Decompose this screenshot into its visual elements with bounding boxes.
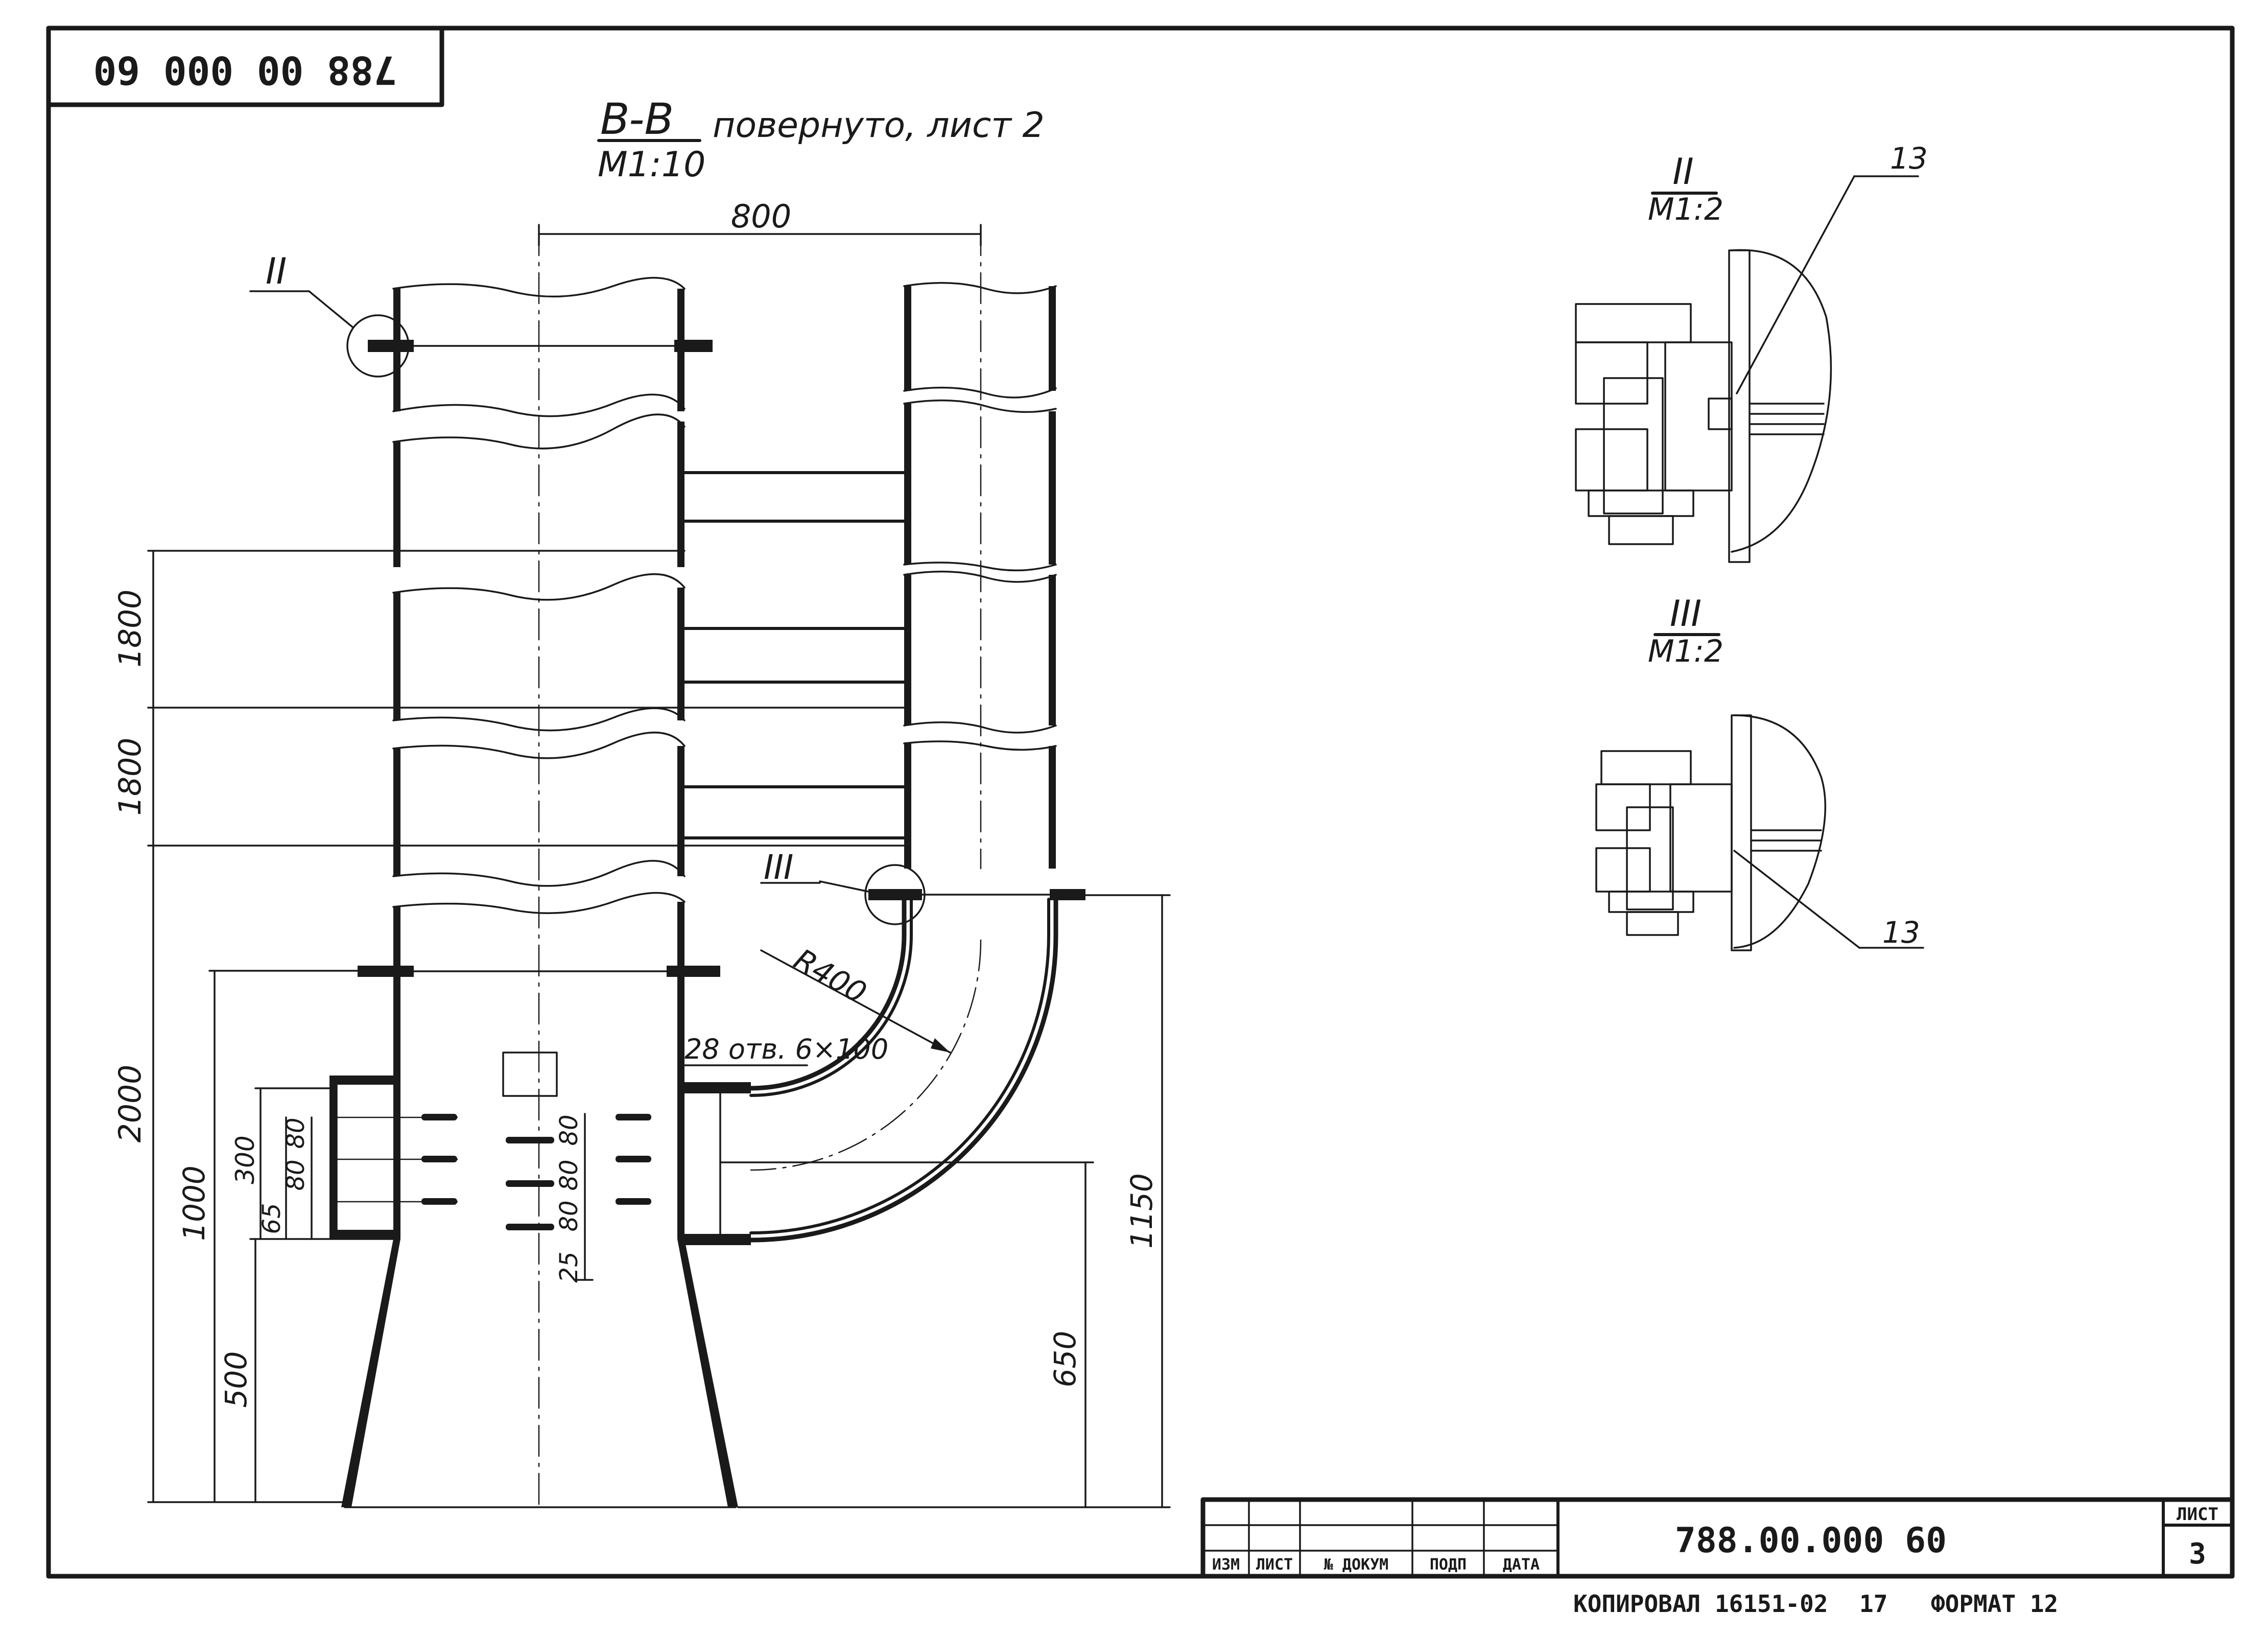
slot-row-1	[421, 1114, 651, 1143]
section-label: B-B	[600, 94, 674, 144]
connector-rods	[683, 471, 906, 839]
copied-number: 17	[1859, 1590, 1887, 1618]
left-pipe-lower-body	[341, 892, 738, 1508]
col-izm: ИЗМ	[1212, 1556, 1240, 1574]
dimension-1000: 1000	[177, 970, 369, 1503]
dimension-650: 650	[719, 1161, 1094, 1508]
sheet-number: 3	[2189, 1537, 2206, 1571]
dim-65-label: 65	[257, 1203, 286, 1234]
detail-III-scale: M1:2	[1648, 634, 1723, 669]
right-pipe	[868, 282, 1085, 900]
left-pipe-segment-2	[392, 413, 686, 567]
dim-300-label: 300	[230, 1135, 260, 1184]
callout-II-label: II	[266, 250, 287, 292]
inner-plate	[502, 1051, 558, 1097]
dim-80e-label: 80	[555, 1200, 583, 1231]
title-doc-code: 788.00.000 60	[1675, 1521, 1947, 1561]
section-title: B-B повернуто, лист 2 M1:10	[597, 94, 1045, 185]
callout-II: II	[249, 250, 713, 378]
detail-II-title: II	[1672, 151, 1693, 193]
dim-80c-label: 80	[555, 1114, 583, 1146]
dimension-1150: 1150	[737, 894, 1171, 1508]
corner-stamp-box	[46, 26, 444, 107]
perforation-slots	[334, 1051, 651, 1230]
centerlines	[538, 224, 982, 1508]
right-pipe-segment-4	[903, 740, 1057, 869]
detail-II: II M1:2 13	[1575, 141, 1928, 563]
col-docum: № ДОКУМ	[1324, 1556, 1388, 1574]
detail-III-leader-label: 13	[1882, 915, 1920, 950]
dim-800-label: 800	[731, 198, 791, 235]
detail-III-bolt-shank	[1626, 806, 1674, 910]
callout-III: III	[760, 848, 926, 925]
dim-80d-label: 80	[555, 1159, 583, 1190]
dim-25-label: 25	[555, 1251, 583, 1282]
dim-1800-lower-label: 1800	[112, 738, 148, 816]
detail-III: III M1:2 13	[1595, 593, 1924, 951]
col-podp: ПОДП	[1430, 1556, 1467, 1574]
callout-II-circle	[346, 314, 410, 378]
dimension-800: 800	[538, 198, 982, 246]
dim-500-label: 500	[219, 1351, 253, 1408]
sheet-frame: 788 00 000 60	[46, 26, 2235, 1579]
dim-2000-label: 2000	[112, 1065, 148, 1143]
col-data: ДАТА	[1503, 1556, 1540, 1574]
dim-650-label: 650	[1048, 1331, 1082, 1388]
detail-II-scale: M1:2	[1648, 192, 1723, 227]
elbow: R400 28 отв. 6×100	[681, 897, 1058, 1245]
detail-II-bolt-shank	[1603, 377, 1664, 515]
section-note: повернуто, лист 2	[713, 105, 1045, 146]
dimension-500: 500	[219, 1238, 399, 1503]
dimension-1800-upper: 1800	[112, 550, 905, 709]
dimension-1800-lower: 1800	[112, 707, 905, 847]
slot-row-2	[421, 1156, 651, 1187]
holes-note: 28 отв. 6×100	[684, 1033, 888, 1065]
title-block: ИЗМ ЛИСТ № ДОКУМ ПОДП ДАТА 788.00.000 60…	[1200, 1497, 2235, 1579]
side-nozzle	[329, 1076, 393, 1239]
detail-III-bolt-head	[1600, 750, 1692, 785]
slot-row-3	[421, 1198, 651, 1230]
dimension-slot-stack: 80 80 80 25	[555, 1113, 594, 1283]
sheet-label: ЛИСТ	[2177, 1504, 2218, 1525]
main-scale: M1:10	[598, 145, 705, 185]
detail-II-leader-label: 13	[1890, 141, 1928, 176]
dim-80a-label: 80	[281, 1117, 310, 1149]
copy-note: КОПИРОВАЛ 16151-02 17 ФОРМАТ 12	[1573, 1590, 2058, 1618]
right-pipe-segment-3	[903, 570, 1057, 734]
dim-1000-label: 1000	[177, 1165, 211, 1241]
dim-1800-upper-label: 1800	[112, 590, 148, 668]
right-pipe-segment-1	[903, 282, 1057, 399]
callout-III-circle	[864, 864, 926, 925]
left-pipe	[341, 276, 738, 1508]
dim-1150-label: 1150	[1124, 1173, 1159, 1249]
left-pipe-segment-4	[392, 731, 686, 887]
bend-radius-label: R400	[788, 942, 872, 1010]
rotated-doc-code: 788 00 000 60	[93, 48, 397, 93]
dimension-2000: 2000	[112, 845, 348, 1503]
col-list: ЛИСТ	[1256, 1556, 1293, 1574]
right-pipe-segment-2	[903, 399, 1057, 572]
format-note: ФОРМАТ 12	[1931, 1590, 2058, 1618]
copied-note: КОПИРОВАЛ 16151-02	[1573, 1590, 1828, 1618]
detail-II-bolt-head	[1575, 303, 1692, 343]
dim-80b-label: 80	[281, 1159, 310, 1190]
detail-III-title: III	[1670, 593, 1702, 635]
callout-III-label: III	[764, 848, 793, 887]
dimension-nozzle-stack: 300 80 80 65	[230, 1087, 333, 1240]
